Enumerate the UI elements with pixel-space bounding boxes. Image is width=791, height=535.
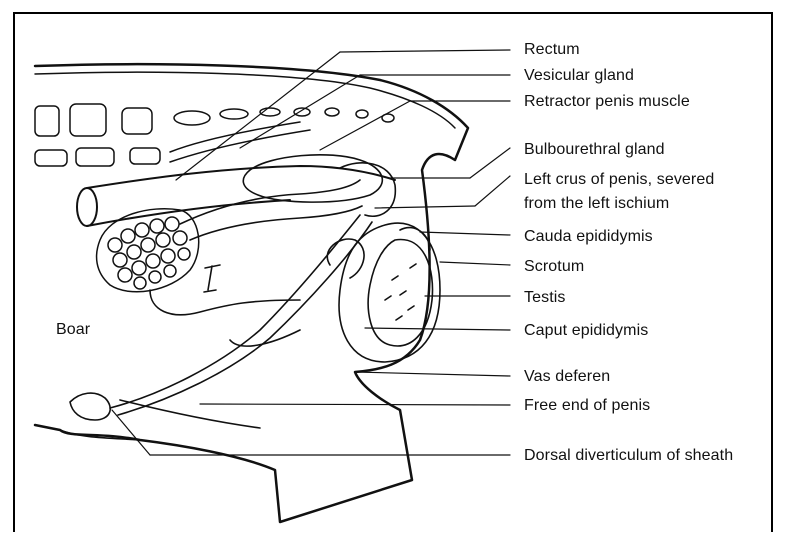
penis-and-sheath [60,215,372,440]
vertebrae [35,104,394,166]
label-free-end-of-penis: Free end of penis [524,396,650,415]
back-line-inner [35,72,455,128]
label-cauda-epididymis: Cauda epididymis [524,227,653,246]
scrotum-and-testis [339,223,440,362]
label-bulbourethral-gland: Bulbourethral gland [524,140,665,159]
label-dorsal-diverticulum: Dorsal diverticulum of sheath [524,446,733,465]
label-testis: Testis [524,288,566,307]
label-vesicular-gland: Vesicular gland [524,66,634,85]
label-caput-epididymis: Caput epididymis [524,321,648,340]
label-retractor-penis-muscle: Retractor penis muscle [524,92,690,111]
label-rectum: Rectum [524,40,580,59]
subject-label-boar: Boar [56,320,90,339]
label-left-crus-line2: from the left ischium [524,194,669,213]
label-left-crus-line1: Left crus of penis, severed [524,170,714,189]
label-vas-deferen: Vas deferen [524,367,610,386]
label-scrotum: Scrotum [524,257,584,276]
